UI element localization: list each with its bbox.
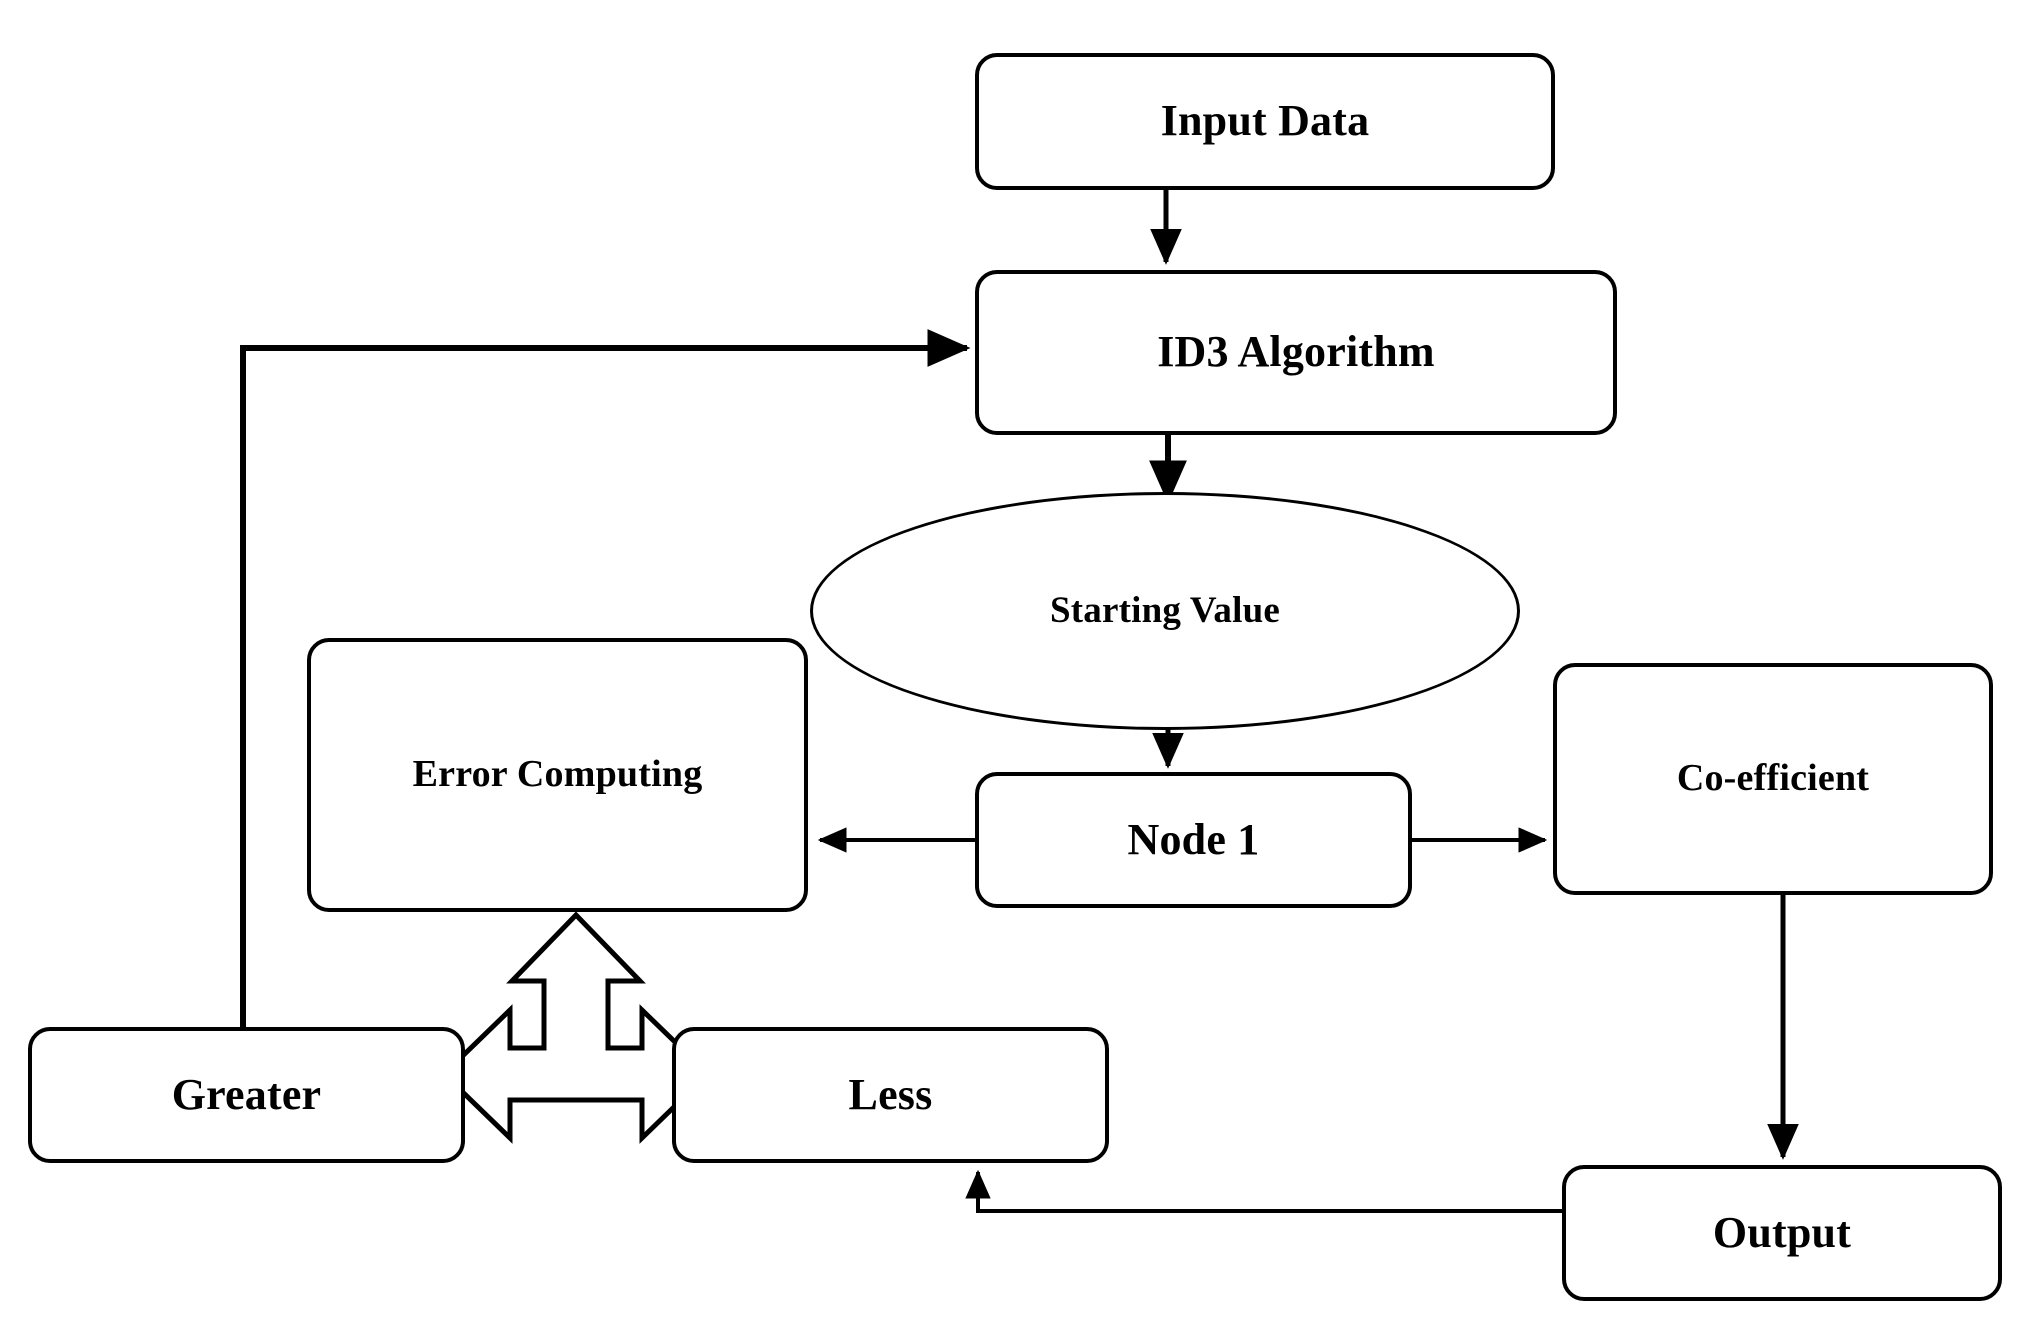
node-greater[interactable]: Greater xyxy=(28,1027,465,1163)
node-input-data-label: Input Data xyxy=(1160,96,1370,146)
node-greater-label: Greater xyxy=(171,1069,322,1119)
node-node-1[interactable]: Node 1 xyxy=(975,772,1412,908)
edge-three-way-split-arrow xyxy=(440,911,712,1144)
node-starting-value-label: Starting Value xyxy=(1050,589,1280,631)
edge-output-to-less xyxy=(965,1169,1562,1213)
node-error-computing-label: Error Computing xyxy=(412,753,703,796)
node-co-efficient[interactable]: Co-efficient xyxy=(1553,663,1993,895)
node-id3-algorithm[interactable]: ID3 Algorithm xyxy=(975,270,1617,435)
node-output[interactable]: Output xyxy=(1562,1165,2002,1301)
node-co-efficient-label: Co-efficient xyxy=(1676,757,1870,800)
node-output-label: Output xyxy=(1712,1207,1852,1257)
node-node-1-label: Node 1 xyxy=(1127,814,1260,864)
node-less-label: Less xyxy=(848,1069,933,1119)
node-starting-value[interactable]: Starting Value xyxy=(810,492,1520,730)
node-error-computing[interactable]: Error Computing xyxy=(307,638,808,912)
node-id3-algorithm-label: ID3 Algorithm xyxy=(1157,327,1435,377)
node-input-data[interactable]: Input Data xyxy=(975,53,1555,190)
node-less[interactable]: Less xyxy=(672,1027,1109,1163)
